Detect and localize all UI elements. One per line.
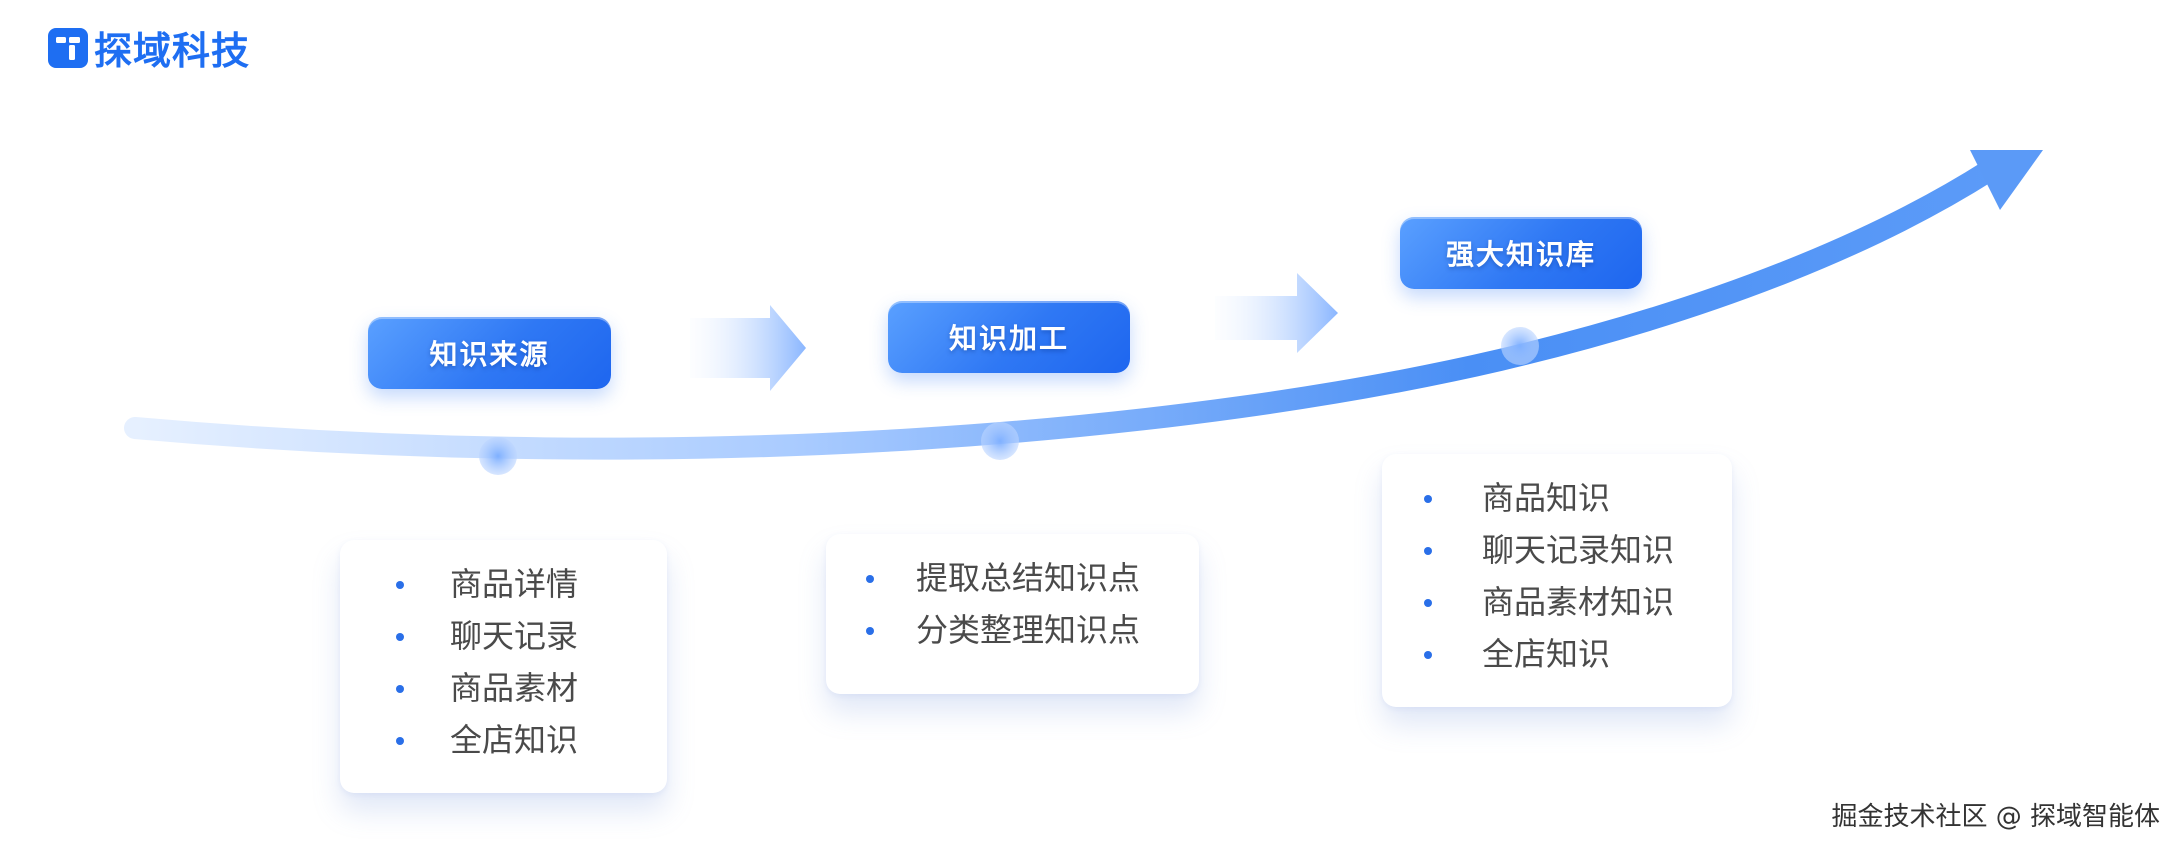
- stage-card-knowledge-base: 商品知识 聊天记录知识 商品素材知识 全店知识: [1382, 454, 1732, 707]
- list-item: 商品知识: [1382, 472, 1732, 524]
- stage-label-knowledge-source: 知识来源: [368, 317, 611, 389]
- stage-label-knowledge-base: 强大知识库: [1400, 217, 1642, 289]
- list-item: 全店知识: [340, 714, 667, 766]
- processing-item-list: 提取总结知识点 分类整理知识点: [826, 552, 1199, 656]
- curve-arrowhead: [1970, 150, 2043, 210]
- source-item-list: 商品详情 聊天记录 商品素材 全店知识: [340, 558, 667, 766]
- list-item: 商品详情: [340, 558, 667, 610]
- knowledge-base-item-list: 商品知识 聊天记录知识 商品素材知识 全店知识: [1382, 472, 1732, 680]
- list-item: 全店知识: [1382, 628, 1732, 680]
- curve-node-1: [479, 437, 517, 475]
- curve-node-3: [1501, 327, 1539, 365]
- list-item: 提取总结知识点: [826, 552, 1199, 604]
- brand-name: 探域科技: [94, 29, 251, 73]
- watermark: 掘金技术社区 @ 探域智能体: [1831, 802, 2160, 832]
- stage-card-knowledge-processing: 提取总结知识点 分类整理知识点: [826, 534, 1199, 694]
- list-item: 分类整理知识点: [826, 604, 1199, 656]
- stage-label-knowledge-processing: 知识加工: [888, 301, 1130, 373]
- brand-logo: 探域科技: [48, 20, 250, 75]
- list-item: 聊天记录: [340, 610, 667, 662]
- brand-logo-icon: [48, 27, 88, 68]
- chevron-arrow-2-icon: [1215, 273, 1338, 353]
- list-item: 聊天记录知识: [1382, 524, 1732, 576]
- list-item: 商品素材: [340, 662, 667, 714]
- stage-card-knowledge-source: 商品详情 聊天记录 商品素材 全店知识: [340, 540, 667, 793]
- list-item: 商品素材知识: [1382, 576, 1732, 628]
- curve-node-2: [981, 422, 1019, 460]
- growth-curve: [124, 159, 2001, 460]
- chevron-arrow-1-icon: [690, 305, 806, 391]
